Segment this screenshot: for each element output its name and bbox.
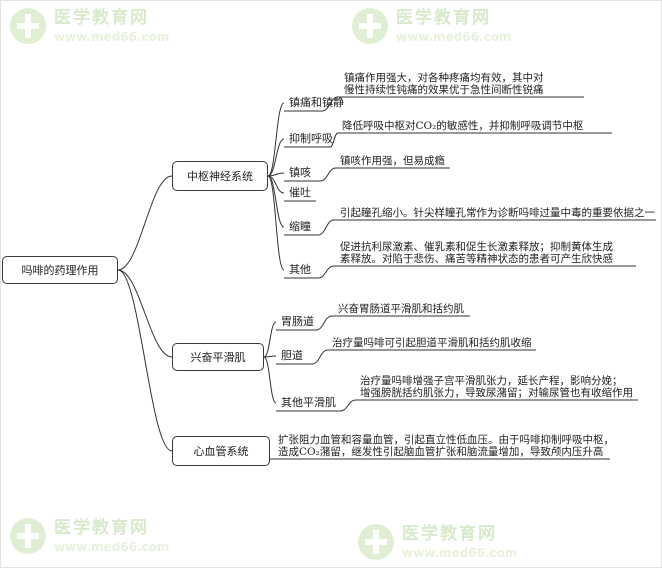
cns-item-antitussive: 镇咳 bbox=[289, 166, 311, 179]
cns-item-emesis: 催吐 bbox=[289, 186, 311, 199]
smooth-gi-desc: 兴奋胃肠道平滑肌和括约肌 bbox=[338, 303, 464, 315]
cns-item-respiration: 抑制呼吸 bbox=[289, 132, 333, 145]
branch-smooth-muscle-label: 兴奋平滑肌 bbox=[190, 350, 246, 364]
cardio-desc-line-1: 扩张阻力血管和容量血管，引起直立性低血压。由于吗啡抑制呼吸中枢， bbox=[278, 434, 614, 446]
smooth-item-other: 其他平滑肌 bbox=[281, 396, 336, 409]
cns-item-analgesia: 镇痛和镇静 bbox=[289, 96, 344, 109]
smooth-biliary-desc: 治疗量吗啡可引起胆道平滑肌和括约肌收缩 bbox=[332, 337, 532, 349]
cns-analgesia-desc-line-1: 镇痛作用强大，对各种疼痛均有效，其中对 bbox=[344, 72, 544, 84]
smooth-item-gi: 胃肠道 bbox=[281, 315, 314, 328]
cns-item-other: 其他 bbox=[289, 263, 311, 276]
branch-smooth-muscle-node: 兴奋平滑肌 bbox=[172, 343, 264, 371]
cns-other-desc-line-1: 促进抗利尿激素、催乳素和促生长激素释放；抑制黄体生成 bbox=[340, 241, 613, 253]
smooth-item-biliary: 胆道 bbox=[281, 349, 303, 362]
branch-cns-node: 中枢神经系统 bbox=[172, 161, 268, 191]
cns-respiration-desc: 降低呼吸中枢对CO₂的敏感性，并抑制呼吸调节中枢 bbox=[342, 120, 584, 132]
smooth-other-desc-line-1: 治疗量吗啡增强子宫平滑肌张力，延长产程，影响分娩； bbox=[360, 375, 623, 387]
root-node: 吗啡的药理作用 bbox=[2, 256, 118, 284]
cns-antitussive-desc: 镇咳作用强，但易成瘾 bbox=[340, 155, 445, 167]
cns-analgesia-desc-line-2: 慢性持续性钝痛的效果优于急性间断性锐痛 bbox=[344, 84, 544, 96]
root-label: 吗啡的药理作用 bbox=[21, 263, 99, 277]
cardio-desc-line-2: 造成CO₂潴留，继发性引起脑血管扩张和脑流量增加，导致颅内压升高 bbox=[278, 446, 604, 458]
smooth-other-desc-line-2: 增强膀胱括约肌张力，导致尿潴留；对输尿管也有收缩作用 bbox=[360, 387, 633, 399]
branch-cns-label: 中枢神经系统 bbox=[187, 169, 253, 183]
cns-item-miosis: 缩瞳 bbox=[289, 220, 311, 233]
cns-other-desc-line-2: 素释放。对陷于悲伤、痛苦等精神状态的患者可产生欣快感 bbox=[340, 253, 613, 265]
branch-cardio-node: 心血管系统 bbox=[172, 436, 270, 466]
branch-cardio-label: 心血管系统 bbox=[193, 444, 249, 458]
cns-miosis-desc: 引起瞳孔缩小。针尖样瞳孔常作为诊断吗啡过量中毒的重要依据之一 bbox=[340, 207, 655, 219]
